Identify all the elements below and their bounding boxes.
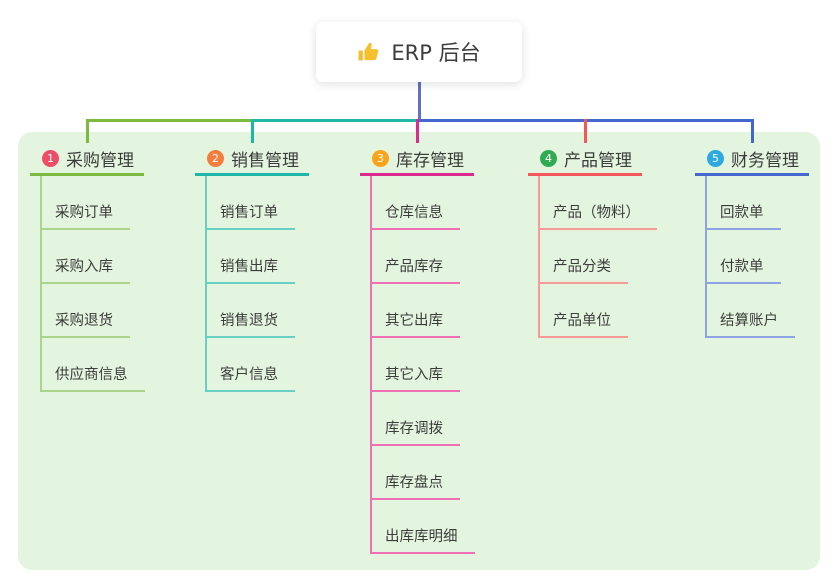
child-topic[interactable]: 付款单 bbox=[705, 230, 781, 284]
connector-rail-left bbox=[87, 119, 252, 122]
branch-number-badge: 1 bbox=[42, 150, 59, 167]
branch-title[interactable]: 2 销售管理 bbox=[195, 148, 309, 176]
child-topic[interactable]: 采购入库 bbox=[40, 230, 130, 284]
connector-branch-drop-3 bbox=[415, 119, 419, 143]
child-topic[interactable]: 结算账户 bbox=[705, 284, 795, 338]
child-topic-label: 库存调拨 bbox=[385, 421, 443, 437]
child-topic[interactable]: 仓库信息 bbox=[370, 176, 460, 230]
branch-label: 库存管理 bbox=[396, 151, 464, 171]
connector-branch-drop-1 bbox=[85, 119, 89, 143]
child-topic[interactable]: 其它入库 bbox=[370, 338, 460, 392]
branch-number-badge: 5 bbox=[707, 150, 724, 167]
child-topic[interactable]: 销售退货 bbox=[205, 284, 295, 338]
branches-background-panel bbox=[18, 132, 820, 570]
branch-spine-line bbox=[205, 176, 207, 392]
connector-branch-drop-2 bbox=[250, 119, 254, 143]
child-topic-label: 产品单位 bbox=[553, 313, 611, 329]
child-topic-label: 供应商信息 bbox=[55, 367, 128, 383]
child-topic[interactable]: 其它出库 bbox=[370, 284, 460, 338]
branch-label: 产品管理 bbox=[564, 151, 632, 171]
child-topic-label: 库存盘点 bbox=[385, 475, 443, 491]
child-topic[interactable]: 库存盘点 bbox=[370, 446, 460, 500]
child-topic-label: 出库库明细 bbox=[385, 529, 458, 545]
branch-children: 回款单付款单结算账户 bbox=[705, 176, 795, 338]
child-topic[interactable]: 产品单位 bbox=[538, 284, 628, 338]
child-topic[interactable]: 采购退货 bbox=[40, 284, 130, 338]
branch-children: 仓库信息产品库存其它出库其它入库库存调拨库存盘点出库库明细 bbox=[370, 176, 475, 554]
child-topic-label: 销售订单 bbox=[220, 205, 278, 221]
branch-label: 销售管理 bbox=[231, 151, 299, 171]
child-topic-label: 付款单 bbox=[720, 259, 764, 275]
child-topic[interactable]: 采购订单 bbox=[40, 176, 130, 230]
branch-spine-line bbox=[40, 176, 42, 392]
child-topic[interactable]: 销售出库 bbox=[205, 230, 295, 284]
child-topic[interactable]: 产品库存 bbox=[370, 230, 460, 284]
child-topic[interactable]: 回款单 bbox=[705, 176, 781, 230]
child-topic[interactable]: 产品分类 bbox=[538, 230, 628, 284]
branch-number-badge: 4 bbox=[540, 150, 557, 167]
branch-title[interactable]: 3 库存管理 bbox=[360, 148, 474, 176]
child-topic[interactable]: 供应商信息 bbox=[40, 338, 145, 392]
branch-number-badge: 2 bbox=[207, 150, 224, 167]
branch-title[interactable]: 4 产品管理 bbox=[528, 148, 642, 176]
thumbs-up-icon bbox=[358, 42, 379, 61]
child-topic-label: 仓库信息 bbox=[385, 205, 443, 221]
branch-title[interactable]: 5 财务管理 bbox=[695, 148, 809, 176]
connector-root-drop bbox=[417, 82, 421, 120]
child-topic-label: 产品分类 bbox=[553, 259, 611, 275]
branch-children: 销售订单销售出库销售退货客户信息 bbox=[205, 176, 295, 392]
branch-spine-line bbox=[538, 176, 540, 338]
child-topic[interactable]: 出库库明细 bbox=[370, 500, 475, 554]
child-topic[interactable]: 客户信息 bbox=[205, 338, 295, 392]
connector-rail-mid bbox=[252, 119, 418, 122]
connector-branch-drop-4 bbox=[583, 119, 587, 143]
child-topic-label: 采购退货 bbox=[55, 313, 113, 329]
child-topic-label: 产品库存 bbox=[385, 259, 443, 275]
child-topic-label: 采购入库 bbox=[55, 259, 113, 275]
branch-spine-line bbox=[705, 176, 707, 338]
child-topic[interactable]: 销售订单 bbox=[205, 176, 295, 230]
child-topic-label: 采购订单 bbox=[55, 205, 113, 221]
child-topic-label: 销售退货 bbox=[220, 313, 278, 329]
child-topic[interactable]: 产品（物料） bbox=[538, 176, 657, 230]
branch-label: 采购管理 bbox=[66, 151, 134, 171]
root-node-erp-backend[interactable]: ERP 后台 bbox=[316, 22, 522, 82]
branch-spine-line bbox=[370, 176, 372, 554]
branch-title[interactable]: 1 采购管理 bbox=[30, 148, 144, 176]
root-title: ERP 后台 bbox=[391, 41, 481, 65]
branch-number-badge: 3 bbox=[372, 150, 389, 167]
child-topic-label: 其它入库 bbox=[385, 367, 443, 383]
child-topic-label: 销售出库 bbox=[220, 259, 278, 275]
child-topic-label: 其它出库 bbox=[385, 313, 443, 329]
child-topic-label: 回款单 bbox=[720, 205, 764, 221]
child-topic-label: 结算账户 bbox=[720, 313, 778, 329]
child-topic[interactable]: 库存调拨 bbox=[370, 392, 460, 446]
branch-children: 产品（物料） 产品分类产品单位 bbox=[538, 176, 657, 338]
connector-branch-drop-5 bbox=[750, 119, 754, 143]
child-topic-label: 客户信息 bbox=[220, 367, 278, 383]
branch-label: 财务管理 bbox=[731, 151, 799, 171]
branch-children: 采购订单采购入库采购退货供应商信息 bbox=[40, 176, 145, 392]
child-topic-label: 产品（物料） bbox=[553, 205, 640, 221]
